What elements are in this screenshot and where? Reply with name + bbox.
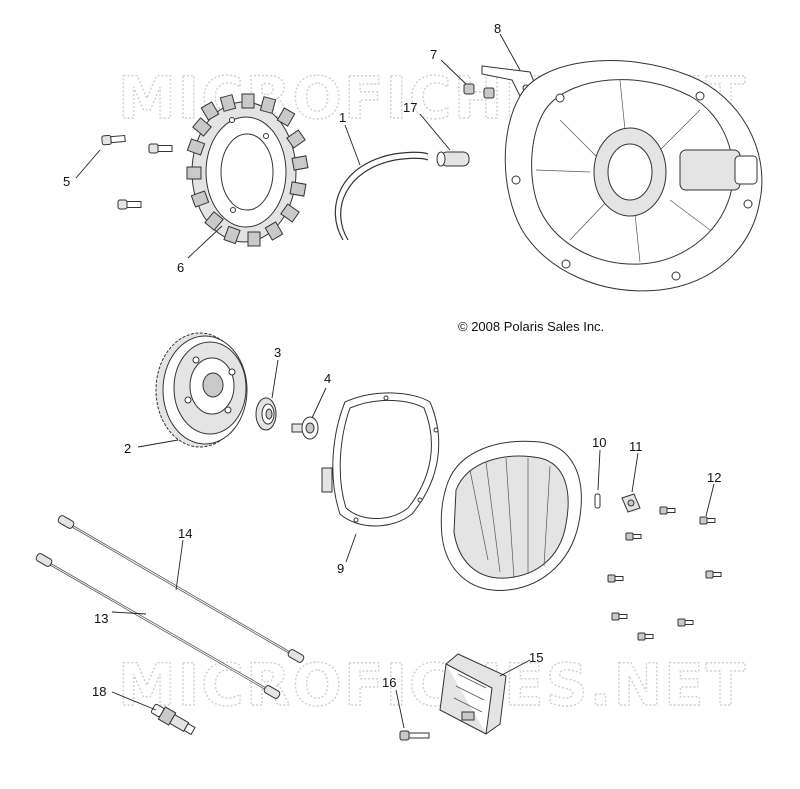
callout-10: 10 xyxy=(592,435,606,450)
callout-1: 1 xyxy=(339,110,346,125)
callout-5: 5 xyxy=(63,174,70,189)
part-5-screws[interactable] xyxy=(101,134,173,210)
part-16-bolt[interactable] xyxy=(399,730,430,741)
part-14-cable[interactable] xyxy=(57,515,305,664)
callout-16: 16 xyxy=(382,675,396,690)
callout-12: 12 xyxy=(707,470,721,485)
callout-3: 3 xyxy=(274,345,281,360)
part-13-cable[interactable] xyxy=(35,553,281,700)
callout-15: 15 xyxy=(529,650,543,665)
engine-cover xyxy=(440,440,582,591)
part-12-bolts[interactable] xyxy=(607,506,722,641)
callout-9: 9 xyxy=(337,561,344,576)
part-9-gasket[interactable] xyxy=(321,392,440,527)
callout-13: 13 xyxy=(94,611,108,626)
callout-8: 8 xyxy=(494,21,501,36)
part-11-grommet[interactable] xyxy=(621,493,641,513)
callout-6: 6 xyxy=(177,260,184,275)
part-1-wire-loop[interactable] xyxy=(334,151,429,241)
part-15-module[interactable] xyxy=(439,653,507,735)
part-17-sleeve[interactable] xyxy=(436,151,470,167)
part-6-stator[interactable] xyxy=(186,93,309,247)
watermark-bottom: MICROFICHES.NET xyxy=(118,651,747,719)
engine-housing xyxy=(504,60,763,292)
callout-2: 2 xyxy=(124,441,131,456)
callout-14: 14 xyxy=(178,526,192,541)
part-3-bearing[interactable] xyxy=(255,397,277,431)
copyright-text: © 2008 Polaris Sales Inc. xyxy=(458,319,604,334)
part-4-shaft-nut[interactable] xyxy=(291,416,319,440)
callout-4: 4 xyxy=(324,371,331,386)
callout-11: 11 xyxy=(629,439,643,454)
callout-18: 18 xyxy=(92,684,106,699)
part-10-pin[interactable] xyxy=(594,493,601,509)
part-2-flywheel[interactable] xyxy=(155,332,248,448)
part-18-spark-plug[interactable] xyxy=(150,702,197,737)
callout-7: 7 xyxy=(430,47,437,62)
part-7-nuts[interactable] xyxy=(463,83,495,99)
callout-17: 17 xyxy=(403,100,417,115)
